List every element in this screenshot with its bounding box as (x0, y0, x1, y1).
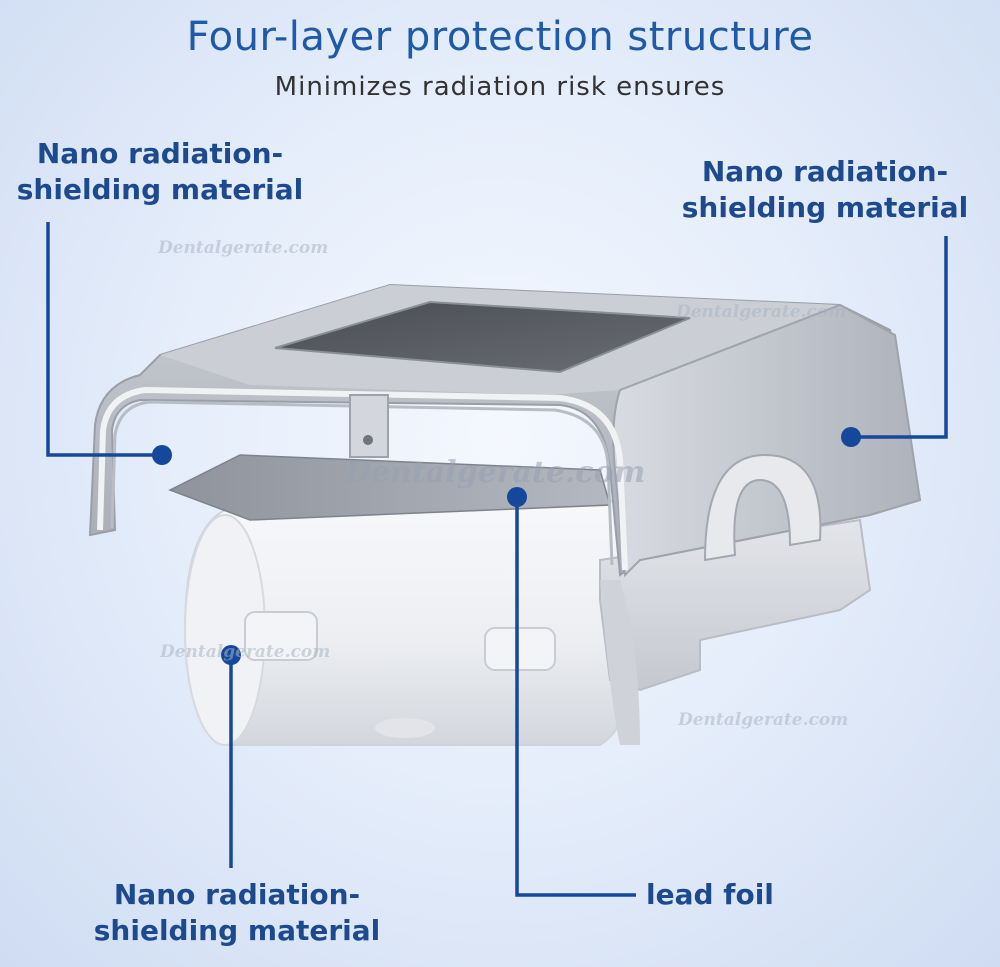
leader-dot-lead-foil (507, 487, 527, 507)
callout-top-right-line1: Nano radiation- (701, 155, 949, 188)
watermark-4: Dentalgerate.com (160, 642, 331, 662)
callout-top-left: Nano radiation- shielding material (10, 136, 310, 208)
watermark-2: Dentalgerate.com (676, 302, 847, 322)
watermark-3: Dentalgerate.com (345, 455, 646, 490)
leader-line-top-left (46, 222, 162, 457)
watermark-5: Dentalgerate.com (678, 710, 849, 730)
leader-dot-top-right (841, 427, 861, 447)
leader-line-lead-foil (515, 497, 636, 897)
watermark-1: Dentalgerate.com (158, 238, 329, 258)
page-subtitle: Minimizes radiation risk ensures (274, 72, 726, 102)
side-bracket (599, 518, 872, 745)
lead-foil-plate (168, 454, 611, 521)
leader-dot-top-left (152, 445, 172, 465)
callout-bottom-left-line1: Nano radiation- (113, 878, 361, 911)
callout-bottom-left: Nano radiation- shielding material (87, 877, 387, 949)
callout-top-right: Nano radiation- shielding material (675, 154, 975, 226)
leader-line-top-right (851, 236, 948, 439)
callout-lead-foil: lead foil (646, 877, 796, 913)
white-cylinder-sleeve (183, 488, 642, 746)
leader-dots (152, 427, 861, 665)
callout-top-right-line2: shielding material (681, 191, 969, 224)
callout-lead-foil-line1: lead foil (646, 878, 774, 911)
callout-top-left-line1: Nano radiation- (36, 137, 284, 170)
callout-top-left-line2: shielding material (16, 173, 304, 206)
callout-bottom-left-line2: shielding material (93, 914, 381, 947)
leader-lines (46, 222, 948, 897)
leader-dot-bottom-left (221, 645, 241, 665)
page-title: Four-layer protection structure (186, 14, 814, 60)
outer-shield-cover (88, 283, 922, 578)
